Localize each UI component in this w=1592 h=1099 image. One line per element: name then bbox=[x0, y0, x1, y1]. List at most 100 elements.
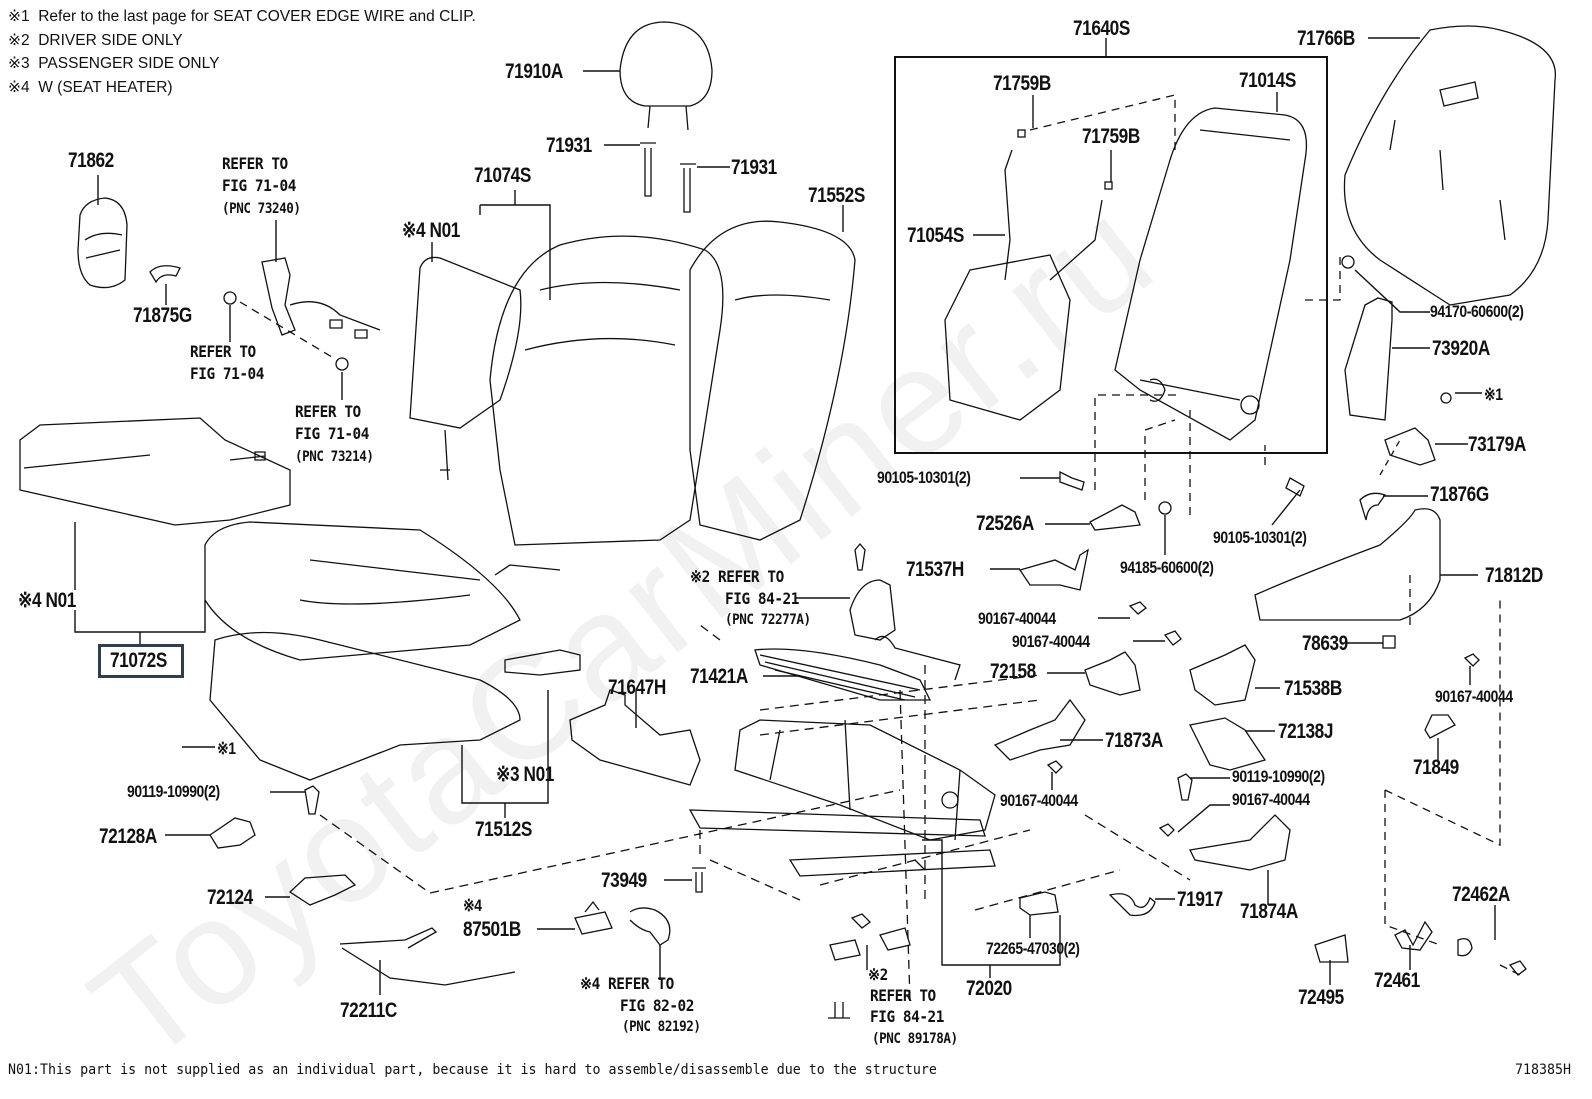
part-label-71054S[interactable]: 71054S bbox=[907, 224, 964, 247]
part-label-72495[interactable]: 72495 bbox=[1298, 986, 1344, 1009]
refer-to-pnc[interactable]: (PNC 73214) bbox=[295, 449, 374, 465]
bolt-switch[interactable] bbox=[850, 913, 871, 929]
wire-clip[interactable] bbox=[1104, 181, 1113, 190]
bracket-71537H[interactable] bbox=[1018, 548, 1089, 591]
back-heater[interactable] bbox=[409, 256, 522, 429]
headrest-guide[interactable] bbox=[640, 142, 696, 213]
headrest[interactable] bbox=[619, 21, 713, 131]
cover-72462A[interactable] bbox=[1457, 937, 1473, 957]
bracket-71873A[interactable] bbox=[993, 698, 1086, 761]
seatback-cover[interactable] bbox=[489, 235, 724, 546]
screw-rear[interactable] bbox=[1508, 960, 1527, 976]
heater-harness[interactable] bbox=[629, 907, 671, 946]
screw-90167-b[interactable] bbox=[1163, 630, 1182, 646]
part-label-72128A[interactable]: 72128A bbox=[99, 825, 157, 848]
part-label-72211C[interactable]: 72211C bbox=[340, 999, 397, 1022]
wire-72211C[interactable] bbox=[339, 927, 516, 986]
seat-belt-buckle[interactable] bbox=[261, 257, 381, 339]
part-label-90167-40044[interactable]: 90167-40044 bbox=[1000, 791, 1078, 810]
part-label-71074S[interactable]: 71074S bbox=[474, 164, 531, 187]
nut-94170[interactable] bbox=[1341, 255, 1355, 269]
passenger-pad[interactable] bbox=[504, 649, 581, 676]
part-label-90167-40044[interactable]: 90167-40044 bbox=[1232, 790, 1310, 809]
refer-to-text[interactable]: REFER TO bbox=[295, 402, 361, 421]
clip-78639[interactable] bbox=[1382, 635, 1396, 649]
buckle-nut[interactable] bbox=[335, 357, 349, 371]
bracket-72158[interactable] bbox=[1084, 651, 1141, 696]
seat-cushion-cover[interactable] bbox=[204, 521, 521, 661]
buckle-bolt[interactable] bbox=[223, 291, 237, 305]
shield-clip[interactable] bbox=[149, 265, 181, 284]
part-label-71917[interactable]: 71917 bbox=[1177, 888, 1223, 911]
seatback-board[interactable] bbox=[1343, 25, 1556, 306]
part-label-71759B[interactable]: 71759B bbox=[993, 72, 1051, 95]
seatback-frame[interactable] bbox=[1114, 107, 1308, 441]
part-label-72020[interactable]: 72020 bbox=[966, 977, 1012, 1000]
part-label-71421A[interactable]: 71421A bbox=[690, 665, 748, 688]
refer-to-text[interactable]: REFER TO bbox=[222, 154, 288, 173]
refer-to-text[interactable]: REFER TO bbox=[190, 342, 256, 361]
refer-to-fig[interactable]: FIG 71-04 bbox=[295, 424, 369, 443]
part-label-72526A[interactable]: 72526A bbox=[976, 512, 1034, 535]
screw-90167-d[interactable] bbox=[1463, 653, 1480, 667]
lumbar-support[interactable] bbox=[944, 254, 1071, 421]
screw-90167-e[interactable] bbox=[1158, 823, 1175, 837]
bolt-lower[interactable] bbox=[828, 1002, 850, 1019]
refer-to-pnc[interactable]: (PNC 89178A) bbox=[872, 1031, 958, 1047]
screw-top[interactable] bbox=[854, 542, 866, 571]
bolt-73949[interactable] bbox=[692, 867, 706, 893]
part-label-73920A[interactable]: 73920A bbox=[1432, 337, 1490, 360]
part-label-90105-10301[interactable]: 90105-10301(2) bbox=[1213, 528, 1307, 547]
part-label-73179A[interactable]: 73179A bbox=[1468, 433, 1526, 456]
part-label-71876G[interactable]: 71876G bbox=[1430, 483, 1489, 506]
cover-72526A[interactable] bbox=[1089, 504, 1141, 531]
part-label-90167-40044[interactable]: 90167-40044 bbox=[1435, 687, 1513, 706]
part-label-90167-40044[interactable]: 90167-40044 bbox=[978, 609, 1056, 628]
part-label-71862[interactable]: 71862 bbox=[68, 149, 114, 172]
cover-72128A[interactable] bbox=[209, 817, 256, 849]
part-label-72265-47030[interactable]: 72265-47030(2) bbox=[986, 939, 1080, 958]
bracket-72138J[interactable] bbox=[1189, 717, 1267, 771]
part-label-72158[interactable]: 72158 bbox=[990, 660, 1036, 683]
screw-90167-c[interactable] bbox=[1046, 760, 1063, 774]
refer-to-fig[interactable]: FIG 84-21 bbox=[870, 1007, 944, 1026]
seat-shield-cover[interactable] bbox=[77, 197, 128, 289]
bolt-90119-b[interactable] bbox=[1177, 773, 1193, 801]
part-label-78639[interactable]: 78639 bbox=[1302, 632, 1348, 655]
seatback-wire[interactable] bbox=[1004, 149, 1103, 281]
screw-90167[interactable] bbox=[1128, 601, 1147, 615]
part-label-72124[interactable]: 72124 bbox=[207, 886, 253, 909]
refer-to-text[interactable]: ※4 REFER TO bbox=[580, 974, 674, 993]
bolt-90105[interactable] bbox=[1059, 470, 1085, 491]
cover-72495[interactable] bbox=[1314, 934, 1349, 963]
part-label-72138J[interactable]: 72138J bbox=[1278, 720, 1334, 743]
part-label-94185-60600[interactable]: 94185-60600(2) bbox=[1120, 558, 1214, 577]
side-cover-clip[interactable] bbox=[1359, 492, 1387, 521]
part-label-94170-60600[interactable]: 94170-60600(2) bbox=[1430, 302, 1524, 321]
wire-clip-right[interactable] bbox=[1440, 392, 1452, 404]
part-label-71014S[interactable]: 71014S bbox=[1239, 69, 1296, 92]
part-label-71512S[interactable]: 71512S bbox=[475, 818, 532, 841]
refer-to-pnc[interactable]: (PNC 72277A) bbox=[725, 612, 811, 628]
part-label-71647H[interactable]: 71647H bbox=[608, 676, 666, 699]
bracket-71849[interactable] bbox=[1424, 714, 1456, 739]
refer-to-text[interactable]: ※2 REFER TO bbox=[690, 567, 784, 586]
part-label-71537H[interactable]: 71537H bbox=[906, 558, 964, 581]
part-label-71640S[interactable]: 71640S bbox=[1073, 17, 1130, 40]
part-label-71849[interactable]: 71849 bbox=[1413, 756, 1459, 779]
part-label-71759B[interactable]: 71759B bbox=[1082, 125, 1140, 148]
part-label-90167-40044[interactable]: 90167-40044 bbox=[1012, 632, 1090, 651]
part-label-90105-10301[interactable]: 90105-10301(2) bbox=[877, 468, 971, 487]
part-label-72462A[interactable]: 72462A bbox=[1452, 883, 1510, 906]
refer-to-fig[interactable]: FIG 71-04 bbox=[190, 364, 264, 383]
part-label-87501B[interactable]: 87501B bbox=[463, 918, 521, 941]
cushion-side-pad[interactable] bbox=[569, 689, 701, 786]
bracket-71874A[interactable] bbox=[1189, 814, 1291, 871]
wire-clip[interactable] bbox=[1017, 129, 1026, 138]
seat-side-shield[interactable] bbox=[1254, 508, 1441, 621]
refer-to-text[interactable]: REFER TO bbox=[870, 986, 936, 1005]
bolt-90105-right[interactable] bbox=[1285, 477, 1305, 497]
part-label-71072S[interactable]: 71072S bbox=[110, 649, 167, 672]
refer-to-fig[interactable]: FIG 82-02 bbox=[620, 996, 694, 1015]
driver-side-cover[interactable] bbox=[849, 579, 896, 641]
